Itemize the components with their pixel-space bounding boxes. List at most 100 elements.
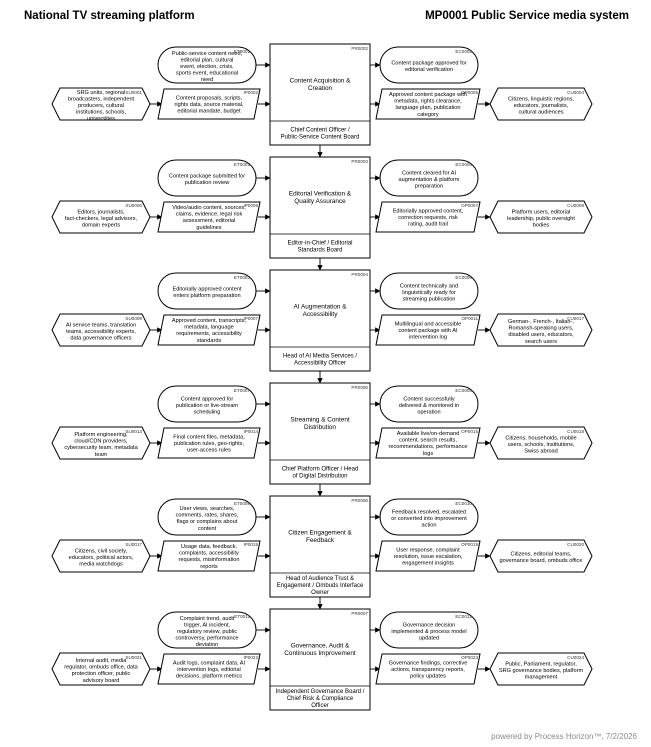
element-id: ET0009 <box>234 501 251 506</box>
element-id: IP0006 <box>243 203 258 208</box>
element-id: EC0006 <box>455 275 472 280</box>
element-id: EC0004 <box>455 162 472 167</box>
supplier-box[interactable] <box>51 87 151 121</box>
customer-box[interactable] <box>489 539 593 573</box>
output-box[interactable] <box>375 88 481 120</box>
element-id: OP0019 <box>461 542 478 547</box>
supplier-box[interactable] <box>51 652 151 686</box>
output-box[interactable] <box>375 427 481 459</box>
trigger-event[interactable] <box>157 159 257 197</box>
input-box[interactable] <box>157 314 261 346</box>
element-id: SU0009 <box>125 316 142 321</box>
element-id: PR0004 <box>351 272 368 277</box>
customer-box[interactable] <box>489 200 593 234</box>
trigger-event[interactable] <box>157 611 257 649</box>
trigger-event[interactable] <box>157 272 257 310</box>
input-text: Video/audio content, sources,claims, evi… <box>172 205 246 231</box>
process-box[interactable] <box>269 608 371 711</box>
diagram-title: National TV streaming platform <box>24 10 195 22</box>
customer-box[interactable] <box>489 87 593 121</box>
element-id: PR0006 <box>351 498 368 503</box>
element-id: OP0005 <box>461 90 478 95</box>
element-id: OP0007 <box>461 203 478 208</box>
element-id: IP0015 <box>243 542 258 547</box>
input-text: Content proposals, scripts,rights data, … <box>174 95 243 114</box>
output-box[interactable] <box>375 201 481 233</box>
process-box[interactable] <box>269 495 371 598</box>
element-id: PR0002 <box>351 46 368 51</box>
input-text: Final content files, metadata,publicatio… <box>173 434 245 453</box>
customer-text: Citizens, editorial teams,governance boa… <box>500 552 583 565</box>
result-event[interactable] <box>379 498 479 536</box>
element-id: PR0003 <box>351 159 368 164</box>
element-id: IP0002 <box>243 90 258 95</box>
model-title: MP0001 Public Service media system <box>425 10 629 22</box>
input-box[interactable] <box>157 201 261 233</box>
element-id: SU0001 <box>125 90 142 95</box>
output-box[interactable] <box>375 314 481 346</box>
process-owner: Independent Governance Board /Chief Risk… <box>276 689 365 709</box>
process-owner: Head of Audience Trust &Engagement / Omb… <box>277 576 364 596</box>
element-id: IP0022 <box>243 655 258 660</box>
input-box[interactable] <box>157 653 261 685</box>
trigger-event-text: User views, searches,comments, rates, sh… <box>176 506 239 532</box>
trigger-event[interactable] <box>157 46 257 84</box>
result-event[interactable] <box>379 611 479 649</box>
trigger-event[interactable] <box>157 498 257 536</box>
footer-credit: powered by Process Horizon™, 7/2/2026 <box>491 732 637 741</box>
result-event[interactable] <box>379 46 479 84</box>
process-box[interactable] <box>269 382 371 485</box>
element-id: CU0020 <box>567 542 584 547</box>
supplier-box[interactable] <box>51 313 151 347</box>
customer-box[interactable] <box>489 426 593 460</box>
result-event[interactable] <box>379 159 479 197</box>
result-event[interactable] <box>379 272 479 310</box>
customer-box[interactable] <box>489 652 593 686</box>
process-box[interactable] <box>269 269 371 372</box>
element-id: ET0007 <box>234 388 251 393</box>
element-id: SU0021 <box>125 655 142 660</box>
process-title: Content Acquisition &Creation <box>290 78 351 93</box>
process-box[interactable] <box>269 156 371 259</box>
input-box[interactable] <box>157 88 261 120</box>
element-id: SU0013 <box>125 429 142 434</box>
result-event[interactable] <box>379 385 479 423</box>
trigger-event[interactable] <box>157 385 257 423</box>
process-title: Citizen Engagement &Feedback <box>288 530 352 545</box>
supplier-box[interactable] <box>51 539 151 573</box>
element-id: IP0007 <box>243 316 258 321</box>
output-box[interactable] <box>375 653 481 685</box>
element-id: EC0012 <box>455 614 472 619</box>
input-box[interactable] <box>157 427 261 459</box>
supplier-box[interactable] <box>51 200 151 234</box>
process-owner: Chief Content Officer /Public-Service Co… <box>281 128 360 141</box>
element-id: ET0003 <box>234 275 251 280</box>
input-text: Usage data, feedback,complaints, accessi… <box>179 544 240 570</box>
input-box[interactable] <box>157 540 261 572</box>
process-box[interactable] <box>269 43 371 146</box>
customer-box[interactable] <box>489 313 593 347</box>
customer-text: Public, Parliament, regulator,SRG govern… <box>499 661 584 680</box>
element-id: CU0008 <box>567 203 584 208</box>
process-title: Governance, Audit &Continuous Improvemen… <box>284 643 356 658</box>
output-box[interactable] <box>375 540 481 572</box>
input-text: Approved content, transcripts,metadata, … <box>172 318 247 344</box>
supplier-box[interactable] <box>51 426 151 460</box>
element-id: ET0002 <box>234 162 251 167</box>
